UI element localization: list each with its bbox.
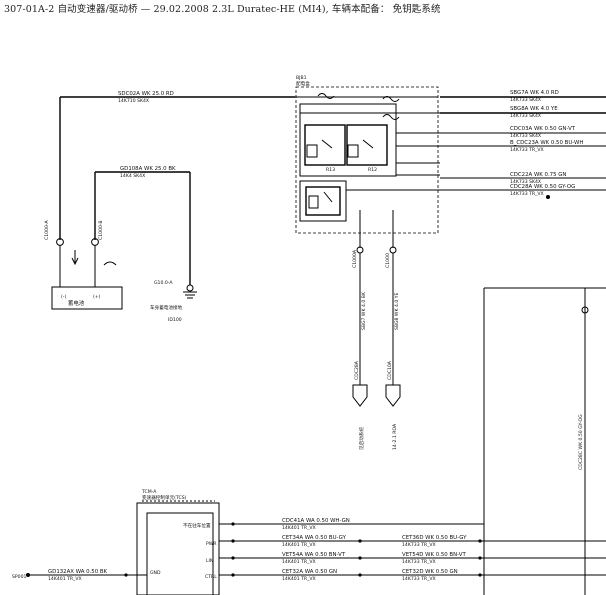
ground-ref: ID100 bbox=[168, 317, 182, 323]
ground-wire-label: GD108A WK 25.0 BK bbox=[120, 166, 176, 172]
tcm-wires: CDC41A WA 0.50 WH-GN 14K401 TR_VX CET34A… bbox=[219, 518, 606, 582]
svg-text:B_CDC23A WK 0.50 BU-WH: B_CDC23A WK 0.50 BU-WH bbox=[510, 140, 583, 146]
svg-text:14K733 TR_VX: 14K733 TR_VX bbox=[402, 542, 436, 548]
svg-text:CET36D WK 0.50 BU-GY: CET36D WK 0.50 BU-GY bbox=[402, 535, 467, 541]
battery-label: 蓄电池 bbox=[68, 299, 85, 307]
connector-arrow-left bbox=[352, 384, 368, 407]
svg-text:14K733 TR_VX: 14K733 TR_VX bbox=[510, 147, 544, 153]
svg-text:LIN: LIN bbox=[206, 558, 213, 564]
svg-text:CTRL: CTRL bbox=[205, 574, 217, 580]
svg-text:GND: GND bbox=[150, 570, 161, 576]
battery-minus: (-) bbox=[61, 294, 66, 300]
tcm-module: TCM-A 变速器控制单元(TCS) 不在驻车位置 PWR LIN CTRL G… bbox=[136, 489, 220, 595]
svg-text:C1000: C1000 bbox=[385, 253, 391, 268]
svg-text:CDC41A WA 0.50 WH-GN: CDC41A WA 0.50 WH-GN bbox=[282, 518, 350, 524]
svg-text:GD132AX WA 0.50 BK: GD132AX WA 0.50 BK bbox=[48, 569, 108, 575]
svg-text:CET32D WK 0.50 GN: CET32D WK 0.50 GN bbox=[402, 569, 458, 575]
page-title: 307-01A-2 自动变速器/驱动桥 — 29.02.2008 2.3L Du… bbox=[4, 4, 441, 15]
svg-text:SBG8A WK 4.0 YE: SBG8A WK 4.0 YE bbox=[510, 106, 558, 112]
svg-text:VET54D WK 0.50 BN-VT: VET54D WK 0.50 BN-VT bbox=[402, 552, 466, 558]
tcm-ground-wire: GD132AX WA 0.50 BK 14K401 TR_VX SP001 bbox=[12, 569, 147, 582]
splice-ref: SP001 bbox=[12, 574, 27, 580]
svg-text:CDC28A: CDC28A bbox=[354, 360, 360, 380]
svg-text:R12: R12 bbox=[368, 167, 377, 173]
ground-id: G10.0-A bbox=[154, 280, 173, 286]
svg-text:14K401 TR_VX: 14K401 TR_VX bbox=[282, 525, 316, 531]
battery-conn-2: C1000-B bbox=[98, 220, 104, 240]
svg-text:14K733 SK4X: 14K733 SK4X bbox=[510, 97, 541, 103]
right-connector-ref: 14-2.1 ROA bbox=[392, 423, 398, 450]
relay-box-id: BJB1 bbox=[296, 75, 307, 81]
right-vertical-label: CDC28C WK 0.50 GY-OG bbox=[578, 414, 584, 470]
svg-text:14K733 SK4X: 14K733 SK4X bbox=[510, 133, 541, 139]
svg-text:CDC22A WK 0.75 GN: CDC22A WK 0.75 GN bbox=[510, 172, 566, 178]
relay-r2 bbox=[346, 124, 388, 166]
connector-arrow-right bbox=[385, 384, 401, 407]
battery-conn-1: C1000-A bbox=[44, 220, 50, 240]
svg-text:R13: R13 bbox=[326, 167, 335, 173]
fuse-1 bbox=[317, 93, 335, 99]
svg-text:VET54A WA 0.50 BN-VT: VET54A WA 0.50 BN-VT bbox=[282, 552, 346, 558]
svg-text:CET34A WA 0.50 BU-GY: CET34A WA 0.50 BU-GY bbox=[282, 535, 347, 541]
center-connectors: C1000A C1000 SBG7 WK 4.0 BK SBG8 WK 4.0 … bbox=[352, 246, 401, 450]
svg-text:14K733 TR_VX: 14K733 TR_VX bbox=[402, 576, 436, 582]
svg-text:SBG8 WK 4.0 YE: SBG8 WK 4.0 YE bbox=[394, 292, 400, 330]
ground-wire-code: 14K4 SK4X bbox=[120, 173, 145, 179]
battery: (-) (+) 蓄电池 C1000-A C1000-B bbox=[44, 220, 123, 310]
ground-label: 车身蓄电池接地 bbox=[150, 304, 183, 311]
svg-text:14K401 TR_VX: 14K401 TR_VX bbox=[48, 576, 82, 582]
svg-text:PWR: PWR bbox=[206, 541, 217, 547]
svg-text:14K401 TR_VX: 14K401 TR_VX bbox=[282, 559, 316, 565]
relay-box-subtitle: 配电盒 bbox=[296, 80, 310, 87]
svg-text:14K733 SK4X: 14K733 SK4X bbox=[510, 113, 541, 119]
svg-text:14K733 TR_VX: 14K733 TR_VX bbox=[510, 191, 544, 197]
svg-text:14K733 TR_VX: 14K733 TR_VX bbox=[402, 559, 436, 565]
svg-text:14K733 SK4X: 14K733 SK4X bbox=[510, 179, 541, 185]
tcm-id: TCM-A bbox=[141, 489, 157, 495]
svg-text:14K401 TR_VX: 14K401 TR_VX bbox=[282, 542, 316, 548]
svg-text:CET32A WA 0.50 GN: CET32A WA 0.50 GN bbox=[282, 569, 337, 575]
right-wire-group: SBG7A WK 4.0 RD 14K733 SK4X SBG8A WK 4.0… bbox=[440, 90, 606, 199]
battery-plus: (+) bbox=[93, 294, 101, 300]
relay-r1 bbox=[304, 124, 346, 166]
supply-wire-code: 14K710 SK4X bbox=[118, 98, 149, 104]
supply-wire-label: SDC02A WK 25.0 RD bbox=[118, 91, 174, 97]
svg-text:CDC28A WK 0.50 GY-OG: CDC28A WK 0.50 GY-OG bbox=[510, 184, 575, 190]
svg-text:SBG7 WK 4.0 BK: SBG7 WK 4.0 BK bbox=[361, 291, 367, 330]
fuse-3 bbox=[382, 114, 400, 120]
ground-symbol: G10.0-A 车身蓄电池接地 ID100 bbox=[150, 280, 197, 323]
left-connector-ref: 见启动系统 bbox=[358, 427, 365, 450]
relay-r3 bbox=[305, 186, 341, 216]
tcm-name: 变速器控制单元(TCS) bbox=[142, 494, 187, 501]
svg-text:C1000A: C1000A bbox=[352, 249, 358, 268]
svg-text:14K401 TR_VX: 14K401 TR_VX bbox=[282, 576, 316, 582]
svg-text:SBG7A WK 4.0 RD: SBG7A WK 4.0 RD bbox=[510, 90, 559, 96]
svg-text:不在驻车位置: 不在驻车位置 bbox=[183, 522, 211, 529]
svg-text:CDC03A WK 0.50 GN-VT: CDC03A WK 0.50 GN-VT bbox=[510, 126, 576, 132]
svg-text:CDC10A: CDC10A bbox=[387, 360, 393, 380]
relay-box: BJB1 配电盒 R13 R12 bbox=[295, 75, 440, 248]
